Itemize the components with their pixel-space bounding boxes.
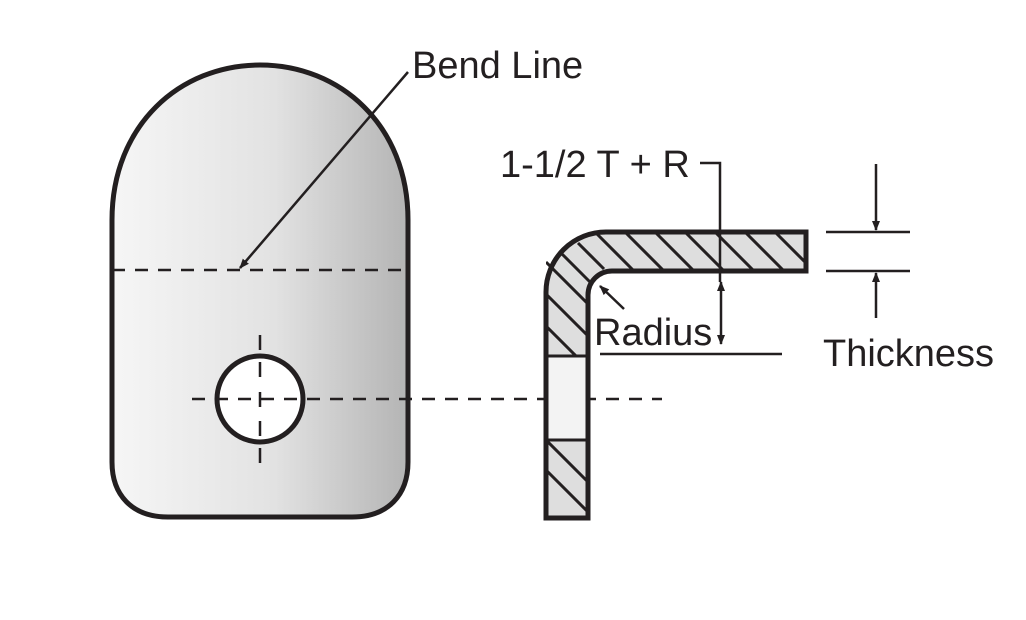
flat-blank-outline [109,62,411,520]
thickness-dimension [826,164,910,318]
bent-section-outline [543,229,809,521]
radius-leader [599,285,625,310]
thickness-label: Thickness [823,333,994,375]
bent-section-body [546,232,806,518]
bend-line-label: Bend Line [412,45,583,87]
section-hatching [546,232,806,514]
bent-section [543,229,809,521]
dimension-1-1-2T-plus-R [600,161,782,356]
dimension-label: 1-1/2 T + R [500,144,690,186]
radius-label: Radius [594,312,712,354]
bend-line-leader [239,71,409,269]
hole-gap [546,356,588,440]
flat-blank [109,62,662,520]
